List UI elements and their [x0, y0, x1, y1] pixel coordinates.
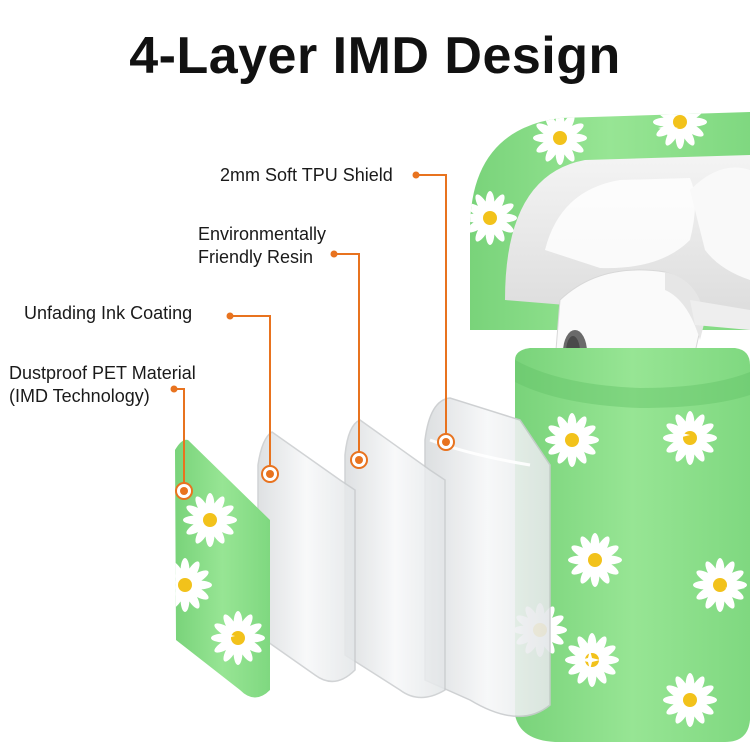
- case-lid: [470, 112, 750, 330]
- label-tpu-shield: 2mm Soft TPU Shield: [220, 164, 393, 187]
- leader-dot: [330, 250, 338, 258]
- leader-ink: [230, 315, 271, 472]
- leader-dots: [170, 171, 455, 500]
- case-body: [515, 348, 750, 742]
- label-pet-line-1: Dustproof PET Material: [9, 363, 196, 383]
- label-ink-coating: Unfading Ink Coating: [24, 302, 192, 325]
- layer-pet-material: [175, 439, 270, 698]
- label-ink-line-1: Unfading Ink Coating: [24, 303, 193, 323]
- leader-dot: [412, 171, 420, 179]
- layer-resin: [344, 419, 446, 699]
- layer-marker: [350, 451, 368, 469]
- layer-ink-coating: [257, 431, 356, 683]
- layer-marker: [261, 465, 279, 483]
- leader-tpu: [416, 174, 447, 440]
- layer-marker: [437, 433, 455, 451]
- leader-resin: [334, 253, 360, 458]
- label-resin-line-2: Friendly Resin: [198, 247, 314, 267]
- label-pet-material: Dustproof PET Material (IMD Technology): [9, 362, 196, 408]
- leader-lines: [174, 174, 447, 490]
- label-pet-line-2: (IMD Technology): [9, 386, 150, 406]
- layer-marker: [175, 482, 193, 500]
- label-tpu-line-1: 2mm Soft TPU Shield: [220, 165, 393, 185]
- leader-dot: [226, 312, 234, 320]
- leader-dot: [170, 385, 178, 393]
- page-title: 4-Layer IMD Design: [129, 27, 621, 85]
- label-resin: Environmentally Friendly Resin: [198, 223, 326, 269]
- label-resin-line-1: Environmentally: [198, 224, 327, 244]
